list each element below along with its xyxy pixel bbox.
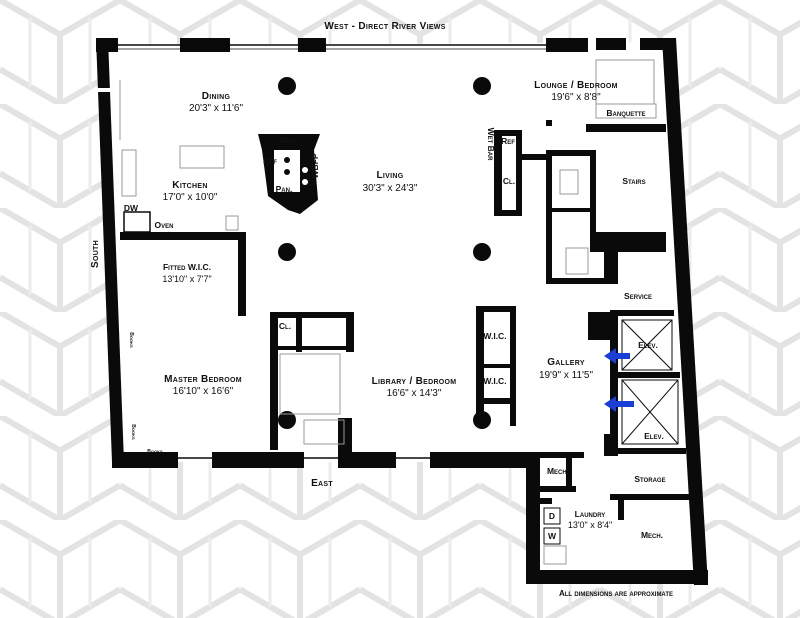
arrow-icon xyxy=(604,348,630,364)
label-books-2: Books xyxy=(130,424,136,440)
room-dims-gallery: 19'9" x 11'5" xyxy=(539,370,594,381)
fireplace-unit xyxy=(258,134,320,214)
room-name-library: Library / Bedroom xyxy=(372,376,457,387)
room-dims-master: 16'10" x 16'6" xyxy=(173,386,234,397)
elevator-shafts xyxy=(621,319,679,445)
label-dryer: D xyxy=(549,511,555,521)
label-ref-kitchen: Ref xyxy=(263,156,277,166)
label-books-3: Books xyxy=(147,449,163,455)
label-service: Service xyxy=(624,291,652,301)
footnote: All dimensions are approximate xyxy=(559,589,673,598)
room-name-laundry: Laundry xyxy=(575,509,606,519)
room-name-kitchen: Kitchen xyxy=(172,180,207,191)
label-banquette: Banquette xyxy=(606,108,645,118)
interior-walls xyxy=(120,120,690,520)
label-oven: Oven xyxy=(155,220,174,230)
label-ref-bar: Ref xyxy=(501,136,515,146)
room-dims-living: 30'3" x 24'3" xyxy=(363,183,418,194)
label-dishwasher: DW xyxy=(124,203,139,213)
label-mech-2: Mech. xyxy=(641,530,663,540)
label-mech-1: Mech. xyxy=(547,466,569,476)
room-name-gallery: Gallery xyxy=(547,357,585,368)
room-name-fitted-wic: Fitted W.I.C. xyxy=(163,262,211,272)
label-stairs: Stairs xyxy=(622,176,645,186)
label-storage: Storage xyxy=(634,474,665,484)
label-books-1: Books xyxy=(128,332,134,348)
laundry-machines xyxy=(543,507,561,545)
room-dims-fitted-wic: 13'10" x 7'7" xyxy=(162,274,211,284)
caption-west: West - Direct River Views xyxy=(324,21,445,32)
label-elev-2: Elev. xyxy=(644,431,664,441)
room-dims-dining: 20'3" x 11'6" xyxy=(189,103,244,114)
structural-columns xyxy=(278,77,491,429)
caption-south: South xyxy=(90,240,101,268)
label-wet-bar: Wet Bar xyxy=(486,128,496,162)
label-pantry: Pan. xyxy=(276,184,293,194)
label-closet-master: Cl. xyxy=(279,321,291,331)
room-name-lounge: Lounge / Bedroom xyxy=(534,80,618,91)
room-dims-lounge: 19'6" x 8'8" xyxy=(551,92,601,103)
room-name-living: Living xyxy=(377,170,404,181)
label-desk: Desk xyxy=(280,135,299,145)
fixtures xyxy=(119,59,657,565)
gallery-arrows xyxy=(604,348,634,412)
label-wic-2: W.I.C. xyxy=(483,376,506,386)
label-wbfp: WBFP xyxy=(310,153,320,178)
label-elev-1: Elev. xyxy=(638,340,658,350)
room-dims-kitchen: 17'0" x 10'0" xyxy=(163,192,218,203)
arrow-icon xyxy=(604,396,634,412)
room-name-master: Master Bedroom xyxy=(164,374,242,385)
room-dims-laundry: 13'0" x 8'4" xyxy=(568,520,612,530)
room-name-dining: Dining xyxy=(202,91,231,102)
label-closet-powder: Cl. xyxy=(503,176,515,186)
caption-east: East xyxy=(311,478,333,489)
label-wic-1: W.I.C. xyxy=(483,331,506,341)
label-washer: W xyxy=(548,531,557,541)
room-dims-library: 16'6" x 14'3" xyxy=(387,388,442,399)
